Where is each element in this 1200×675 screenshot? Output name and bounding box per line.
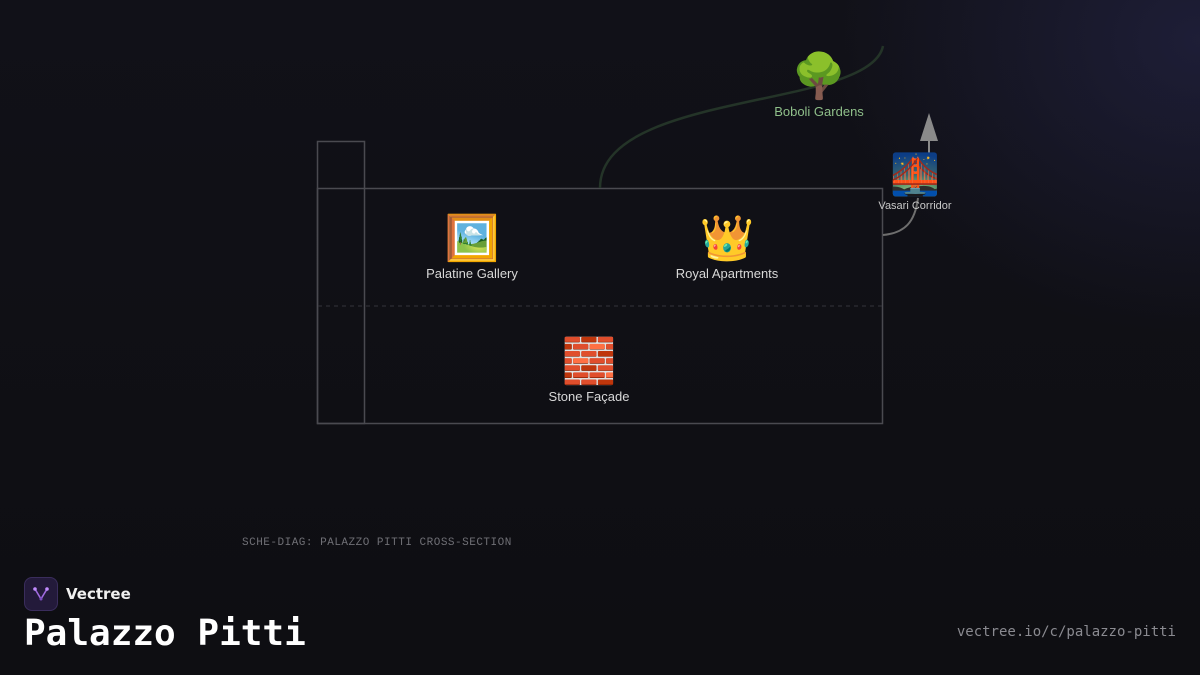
node-boboli-gardens: 🌳 Boboli Gardens <box>774 52 864 119</box>
brand-name: Vectree <box>66 585 131 603</box>
left-tower-outline <box>316 140 366 425</box>
node-label: Royal Apartments <box>675 266 779 281</box>
page-url-link[interactable]: vectree.io/c/palazzo-pitti <box>956 624 1176 640</box>
diagram-caption: SCHE-DIAG: PALAZZO PITTI CROSS-SECTION <box>242 537 512 549</box>
arrow-up-icon <box>920 113 938 141</box>
brick-icon: 🧱 <box>561 337 617 386</box>
tree-icon: 🌳 <box>791 52 847 101</box>
vectree-logo-icon <box>24 577 58 611</box>
bridge-icon: 🌉 <box>890 153 940 197</box>
node-label: Boboli Gardens <box>774 104 864 119</box>
vasari-connector <box>882 197 919 236</box>
page-title: Palazzo Pitti <box>24 613 306 654</box>
main-building-outline <box>316 187 884 425</box>
node-label: Vasari Corridor <box>878 200 952 212</box>
garden-path-connector <box>598 45 885 189</box>
node-label: Stone Façade <box>548 389 630 404</box>
node-stone-facade: 🧱 Stone Façade <box>549 337 630 404</box>
node-palatine-gallery: 🖼️ Palatine Gallery <box>426 214 518 281</box>
node-label: Palatine Gallery <box>426 266 518 281</box>
framed-picture-icon: 🖼️ <box>444 214 500 263</box>
node-royal-apartments: 👑 Royal Apartments <box>676 214 779 281</box>
crown-icon: 👑 <box>699 214 755 263</box>
node-vasari-corridor: 🌉 Vasari Corridor <box>878 152 951 212</box>
brand[interactable]: Vectree <box>24 577 131 611</box>
